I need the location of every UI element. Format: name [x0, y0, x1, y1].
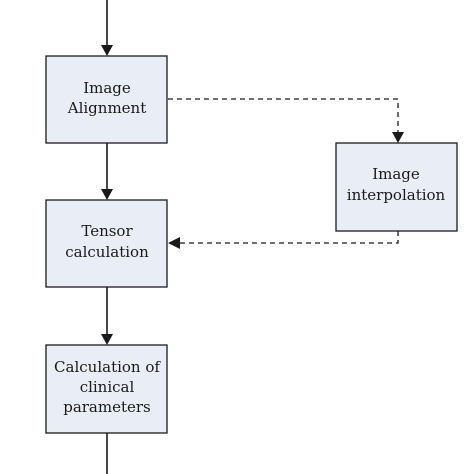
node-tensor-calculation-box	[45, 199, 168, 288]
node-clinical-parameters-line-3: parameters	[63, 398, 151, 416]
node-image-interpolation: Image interpolation	[335, 142, 458, 232]
node-tensor-calculation: Tensor calculation	[45, 199, 168, 288]
arrowhead-into-image-alignment	[101, 45, 113, 56]
arrowhead-alignment-to-tensor	[101, 189, 113, 200]
node-image-interpolation-line-2: interpolation	[347, 186, 446, 204]
node-tensor-calculation-line-2: calculation	[65, 243, 149, 261]
node-clinical-parameters: Calculation of clinical parameters	[45, 344, 168, 434]
node-clinical-parameters-line-2: clinical	[80, 378, 135, 396]
node-image-interpolation-box	[335, 142, 458, 232]
node-image-alignment-line-1: Image	[83, 79, 131, 97]
node-tensor-calculation-line-1: Tensor	[81, 222, 133, 240]
node-image-alignment: Image Alignment	[45, 55, 168, 144]
node-clinical-parameters-line-1: Calculation of	[54, 358, 161, 376]
node-image-alignment-line-2: Alignment	[67, 99, 146, 117]
arrowhead-tensor-to-clinical	[101, 334, 113, 345]
arrowhead-interpolation-to-tensor	[168, 237, 180, 249]
dashed-arrow-interpolation-to-tensor	[179, 231, 399, 244]
arrowhead-alignment-to-interpolation	[392, 132, 404, 143]
dashed-arrow-alignment-to-interpolation	[168, 98, 399, 133]
node-image-interpolation-line-1: Image	[372, 165, 420, 183]
